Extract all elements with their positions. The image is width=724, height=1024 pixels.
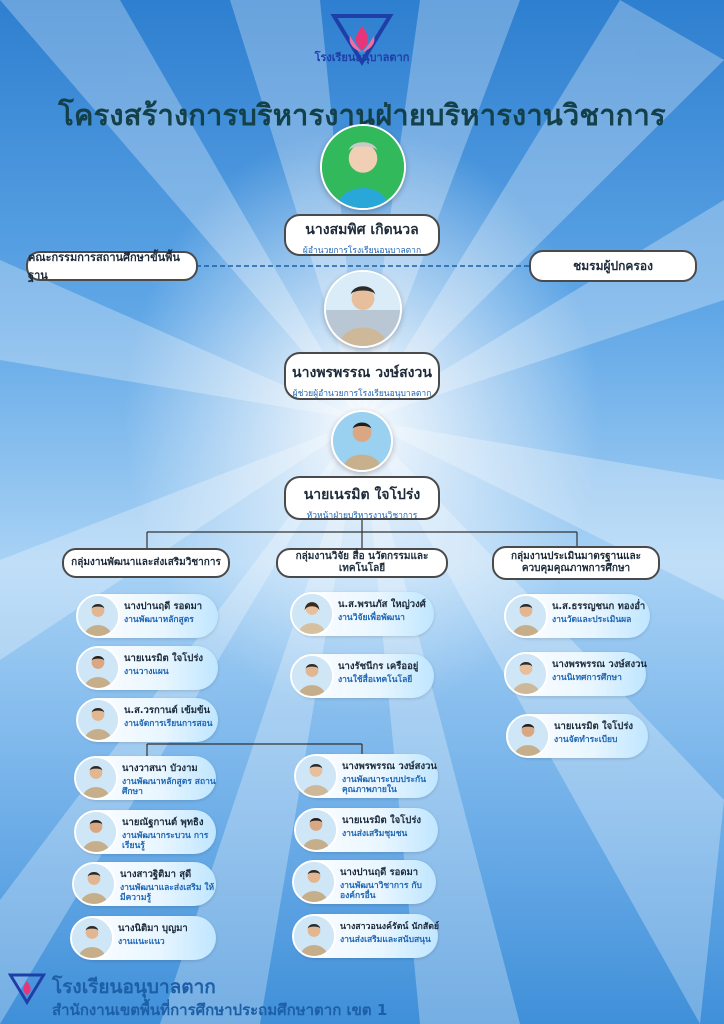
side-box-committee-label: คณะกรรมการสถานศึกษาขั้นพื้นฐาน [28,251,180,282]
person-name: นางนิติมา บุญมา [118,923,188,934]
group-head-development-label: กลุ่มงานพัฒนาและส่งเสริมวิชาการ [71,556,221,568]
deputy-name: นางพรพรรณ วงษ์สงวน [292,365,432,381]
person-role: งานนิเทศการศึกษา [552,673,622,683]
avatar [290,592,334,636]
person-name: นางปานฤดี รอดมา [340,867,419,878]
list-item: นายเนรมิต ใจโปร่ง งานส่งเสริมชุมชน [294,808,438,852]
avatar [292,914,336,958]
list-item: นางพรพรรณ วงษ์สงวน งานนิเทศการศึกษา [504,652,647,696]
person-name: น.ส.ธรรญชนก ทองอ่ำ [552,601,646,612]
avatar [76,646,120,690]
person-name: นางวาสนา บัวงาม [122,763,198,774]
group-head-quality-label: กลุ่มงานประเมินมาตรฐานและ ควบคุมคุณภาพกา… [510,550,642,575]
director-name: นางสมพิศ เกิดนวล [305,222,419,238]
avatar [504,652,548,696]
list-item: นายเนรมิต ใจโปร่ง งานวางแผน [76,646,218,690]
logo-text: โรงเรียนอนุบาลตาก [314,51,410,64]
person-name: นางสาวอนงค์รัตน์ นักสัตย์ [340,922,440,932]
person-role: งานวิจัยเพื่อพัฒนา [338,613,405,623]
head-box: นายเนรมิต ใจโปร่ง หัวหน้าฝ่ายบริหารงานวิ… [284,476,440,521]
deputy-box: นางพรพรรณ วงษ์สงวน ผู้ช่วยผู้อำนวยการโรง… [284,352,440,400]
person-name: นางสาวฐิติมา สุดี [120,869,192,880]
side-box-parents: ชมรมผู้ปกครอง [529,250,697,282]
director-role: ผู้อำนวยการโรงเรียนอนุบาลตาก [302,246,422,256]
person-name: นายเนรมิต ใจโปร่ง [554,721,634,732]
avatar [72,862,116,906]
deputy-photo [324,270,402,348]
person-name: น.ส.วรกานต์ เข้มข้น [124,705,210,716]
person-role: งานพัฒนาระบบประกัน คุณภาพภายใน [342,775,427,796]
group-head-quality: กลุ่มงานประเมินมาตรฐานและ ควบคุมคุณภาพกา… [492,546,660,580]
avatar [74,810,118,854]
person-role: งานพัฒนาวิชาการ กับองค์กรอื่น [340,881,422,902]
list-item: นางนิติมา บุญมา งานแนะแนว [70,916,216,960]
head-role: หัวหน้าฝ่ายบริหารงานวิชาการ [306,511,418,521]
avatar [76,594,120,638]
list-item: น.ส.พรนภัส ใหญ่วงศ์ งานวิจัยเพื่อพัฒนา [290,592,434,636]
person-role: งานวัดและประเมินผล [552,615,632,625]
person-name: นายณัฐกานต์ พุทธิง [122,817,204,828]
avatar [294,808,338,852]
person-role: งานพัฒนาหลักสูตร [124,615,194,625]
avatar [294,754,338,798]
list-item: นางสาวอนงค์รัตน์ นักสัตย์ งานส่งเสริมและ… [292,914,440,958]
avatar [504,594,548,638]
footer-logo [7,972,47,1010]
list-item: น.ส.วรกานต์ เข้มข้น งานจัดการเรียนการสอน [76,698,218,742]
deputy-role: ผู้ช่วยผู้อำนวยการโรงเรียนอนุบาลตาก [292,389,432,399]
side-box-committee: คณะกรรมการสถานศึกษาขั้นพื้นฐาน [26,251,198,282]
head-photo [331,410,393,472]
school-logo [330,12,394,74]
list-item: นางวาสนา บัวงาม งานพัฒนาหลักสูตร สถานศึก… [74,756,216,800]
director-box: นางสมพิศ เกิดนวล ผู้อำนวยการโรงเรียนอนุบ… [284,214,440,256]
person-name: นางปานฤดี รอดมา [124,601,203,612]
avatar [290,654,334,698]
group-head-research-label: กลุ่มงานวิจัย สื่อ นวัตกรรมและเทคโนโลยี [295,550,429,575]
person-name: น.ส.พรนภัส ใหญ่วงศ์ [338,599,426,610]
director-photo [320,124,406,210]
group-head-development: กลุ่มงานพัฒนาและส่งเสริมวิชาการ [62,548,230,578]
list-item: นางปานฤดี รอดมา งานพัฒนาหลักสูตร [76,594,218,638]
footer-office-name: สำนักงานเขตพื้นที่การศึกษาประถมศึกษาตาก … [52,1001,388,1019]
group-head-research: กลุ่มงานวิจัย สื่อ นวัตกรรมและเทคโนโลยี [276,548,448,578]
list-item: น.ส.ธรรญชนก ทองอ่ำ งานวัดและประเมินผล [504,594,650,638]
person-name: นางรัชนีกร เครืออยู่ [338,661,419,672]
avatar [76,698,120,742]
list-item: นางรัชนีกร เครืออยู่ งานใช้สื่อเทคโนโลยี [290,654,434,698]
person-role: งานวางแผน [124,667,169,677]
side-box-parents-label: ชมรมผู้ปกครอง [573,258,653,273]
person-role: งานพัฒนาและส่งเสริม ให้มีความรู้ [120,883,215,904]
head-name: นายเนรมิต ใจโปร่ง [303,487,421,503]
list-item: นางสาวฐิติมา สุดี งานพัฒนาและส่งเสริม ให… [72,862,216,906]
person-role: งานจัดการเรียนการสอน [124,719,213,729]
person-role: งานส่งเสริมชุมชน [342,829,408,839]
footer-school-name: โรงเรียนอนุบาลตาก [52,976,216,998]
list-item: นายเนรมิต ใจโปร่ง งานจัดทำระเบียบ [506,714,648,758]
list-item: นายณัฐกานต์ พุทธิง งานพัฒนากระบวน การเรี… [74,810,216,854]
person-name: นางพรพรรณ วงษ์สงวน [342,761,437,772]
person-role: งานจัดทำระเบียบ [554,735,618,745]
person-name: นายเนรมิต ใจโปร่ง [124,653,204,664]
avatar [292,860,336,904]
avatar [74,756,118,800]
avatar [70,916,114,960]
person-role: งานส่งเสริมและสนับสนุน [340,935,431,945]
avatar [506,714,550,758]
list-item: นางพรพรรณ วงษ์สงวน งานพัฒนาระบบประกัน คุ… [294,754,438,798]
person-name: นางพรพรรณ วงษ์สงวน [552,659,647,670]
person-name: นายเนรมิต ใจโปร่ง [342,815,422,826]
person-role: งานพัฒนาหลักสูตร สถานศึกษา [122,777,216,798]
list-item: นางปานฤดี รอดมา งานพัฒนาวิชาการ กับองค์ก… [292,860,436,904]
person-role: งานพัฒนากระบวน การเรียนรู้ [122,831,209,852]
person-role: งานแนะแนว [118,937,165,947]
person-role: งานใช้สื่อเทคโนโลยี [338,675,413,685]
